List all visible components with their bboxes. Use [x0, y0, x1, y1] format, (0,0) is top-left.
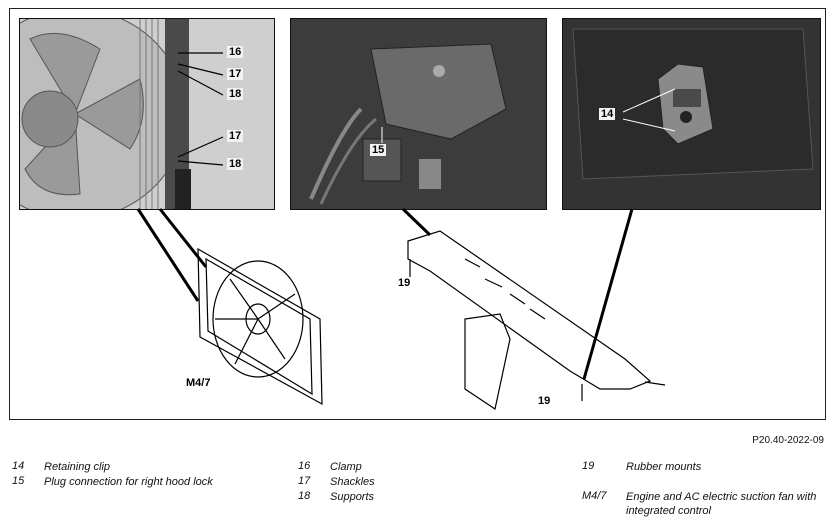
- photo-retaining-clip: 14: [562, 18, 821, 210]
- legend-num: 16: [298, 460, 311, 472]
- callout-18: 18: [227, 88, 244, 100]
- callout-14: 14: [599, 108, 616, 120]
- legend-text: Retaining clip: [44, 461, 111, 473]
- callout-17: 17: [227, 68, 244, 80]
- callout-18: 18: [227, 158, 244, 170]
- legend-num: M4/7: [582, 490, 607, 502]
- legend-num: 19: [582, 460, 595, 472]
- callout-17: 17: [227, 130, 244, 142]
- photo-fan-shroud: 16 17 18 17 18: [19, 18, 275, 210]
- legend-text: Engine and AC electric suction fan with …: [626, 491, 817, 517]
- callout-m4-7: M4/7: [186, 377, 211, 389]
- legend-text: Clamp: [330, 461, 362, 473]
- legend-num: 14: [12, 460, 25, 472]
- callout-19: 19: [538, 395, 551, 407]
- callout-15: 15: [370, 144, 387, 156]
- callout-16: 16: [227, 46, 244, 58]
- component-drawings: [136, 207, 666, 410]
- fan-assembly-drawing: [197, 247, 323, 406]
- clamp-photo-illustration: [291, 19, 546, 209]
- reference-code: P20.40-2022-09: [752, 435, 824, 446]
- legend-num: 18: [298, 490, 311, 502]
- legend-text: Rubber mounts: [626, 461, 702, 473]
- legend-text: Plug connection for right hood lock: [44, 476, 213, 488]
- front-carrier-drawing: [407, 230, 666, 410]
- legend-text: Shackles: [330, 476, 375, 488]
- figure-frame: 16 17 18 17 18 15: [9, 8, 826, 420]
- callout-19: 19: [398, 277, 411, 289]
- legend-num: 17: [298, 475, 311, 487]
- legend-num: 15: [12, 475, 25, 487]
- photo-hood-lock-plug: 15: [290, 18, 547, 210]
- fan-photo-illustration: [20, 19, 274, 209]
- legend: 14 Retaining clip 15 Plug connection for…: [0, 460, 836, 526]
- legend-text: Supports: [330, 491, 375, 503]
